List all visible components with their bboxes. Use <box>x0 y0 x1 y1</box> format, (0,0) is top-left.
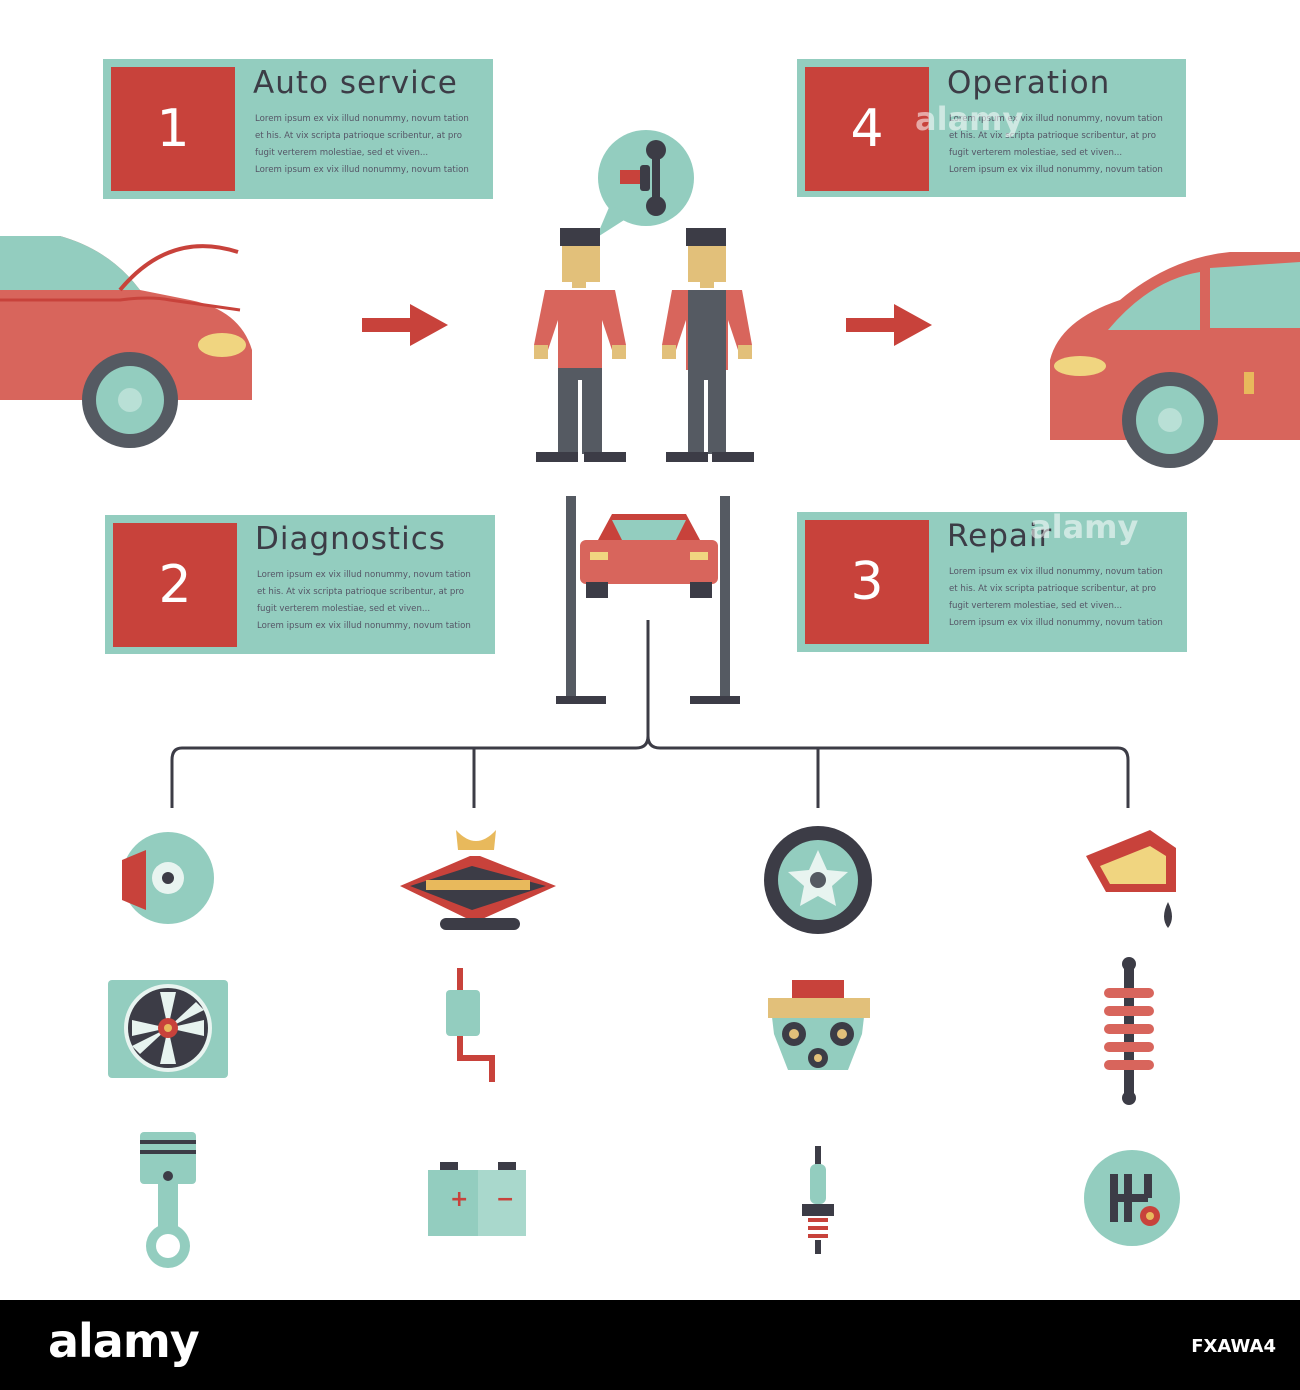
step-1-line-2: et his. At vix scripta patrioque scriben… <box>255 131 462 141</box>
step-2-line-4: Lorem ipsum ex vix illud nonummy, novum … <box>257 621 471 631</box>
car-jack-icon <box>400 830 556 930</box>
mechanic-2-illustration <box>662 228 754 462</box>
battery-icon: + − <box>428 1162 526 1236</box>
step-1-title: Auto service <box>253 65 458 101</box>
piston-icon <box>140 1132 196 1268</box>
shock-absorber-icon <box>1104 957 1154 1105</box>
step-4-line-3: fugit verterem molestiae, sed et viven..… <box>949 148 1123 158</box>
step-3-line-1: Lorem ipsum ex vix illud nonummy, novum … <box>949 567 1163 577</box>
battery-minus-glyph: − <box>496 1187 514 1212</box>
car-open-hood-illustration <box>0 236 252 448</box>
brake-disc-icon <box>122 832 214 924</box>
spark-plug-icon <box>802 1146 834 1254</box>
step-4-title: Operation <box>947 65 1111 101</box>
step-4-line-1: Lorem ipsum ex vix illud nonummy, novum … <box>949 114 1163 124</box>
arrow-right-2-icon <box>846 304 932 346</box>
step-3-description: Lorem ipsum ex vix illud nonummy, novum … <box>949 564 1173 632</box>
step-2-card: 2 Diagnostics Lorem ipsum ex vix illud n… <box>105 515 495 654</box>
step-3-line-4: Lorem ipsum ex vix illud nonummy, novum … <box>949 618 1163 628</box>
connector-lines <box>170 620 1130 808</box>
infographic-canvas: + − <box>0 130 1300 1268</box>
oil-can-icon <box>1086 830 1176 928</box>
step-3-number: 3 <box>805 520 929 644</box>
muffler-icon <box>446 968 495 1082</box>
step-3-line-2: et his. At vix scripta patrioque scriben… <box>949 584 1156 594</box>
step-4-number: 4 <box>805 67 929 191</box>
step-4-card: 4 Operation Lorem ipsum ex vix illud non… <box>797 59 1186 197</box>
step-4-line-4: Lorem ipsum ex vix illud nonummy, novum … <box>949 165 1163 175</box>
watermark-text: alamy <box>915 100 1024 138</box>
watermark-text: alamy <box>1030 508 1139 546</box>
speech-bubble-wrench-icon <box>596 130 694 238</box>
step-2-number: 2 <box>113 523 237 647</box>
alamy-logo: alamy <box>48 1314 200 1368</box>
arrow-right-1-icon <box>362 304 448 346</box>
battery-plus-glyph: + <box>450 1187 468 1212</box>
gear-shift-icon <box>1084 1150 1180 1246</box>
step-1-line-1: Lorem ipsum ex vix illud nonummy, novum … <box>255 114 469 124</box>
step-1-number: 1 <box>111 67 235 191</box>
wheel-icon <box>764 826 872 934</box>
step-2-line-1: Lorem ipsum ex vix illud nonummy, novum … <box>257 570 471 580</box>
step-4-line-2: et his. At vix scripta patrioque scriben… <box>949 131 1156 141</box>
mechanic-1-illustration <box>534 228 626 462</box>
step-2-description: Lorem ipsum ex vix illud nonummy, novum … <box>257 567 481 635</box>
car-ready-illustration <box>1050 252 1300 468</box>
step-1-line-4: Lorem ipsum ex vix illud nonummy, novum … <box>255 165 469 175</box>
step-1-description: Lorem ipsum ex vix illud nonummy, novum … <box>255 111 479 179</box>
step-3-title: Repair <box>947 518 1053 554</box>
step-1-line-3: fugit verterem molestiae, sed et viven..… <box>255 148 429 158</box>
car-lift-illustration <box>556 496 740 704</box>
radiator-fan-icon <box>108 980 228 1078</box>
step-2-title: Diagnostics <box>255 521 446 557</box>
image-id: FXAWA4 <box>1191 1336 1276 1357</box>
step-3-card: 3 Repair Lorem ipsum ex vix illud nonumm… <box>797 512 1187 652</box>
step-2-line-2: et his. At vix scripta patrioque scriben… <box>257 587 464 597</box>
step-4-description: Lorem ipsum ex vix illud nonummy, novum … <box>949 111 1172 179</box>
step-2-line-3: fugit verterem molestiae, sed et viven..… <box>257 604 431 614</box>
step-1-card: 1 Auto service Lorem ipsum ex vix illud … <box>103 59 493 199</box>
step-3-line-3: fugit verterem molestiae, sed et viven..… <box>949 601 1123 611</box>
footer-bar: alamy FXAWA4 <box>0 1300 1300 1390</box>
engine-icon <box>768 980 870 1070</box>
